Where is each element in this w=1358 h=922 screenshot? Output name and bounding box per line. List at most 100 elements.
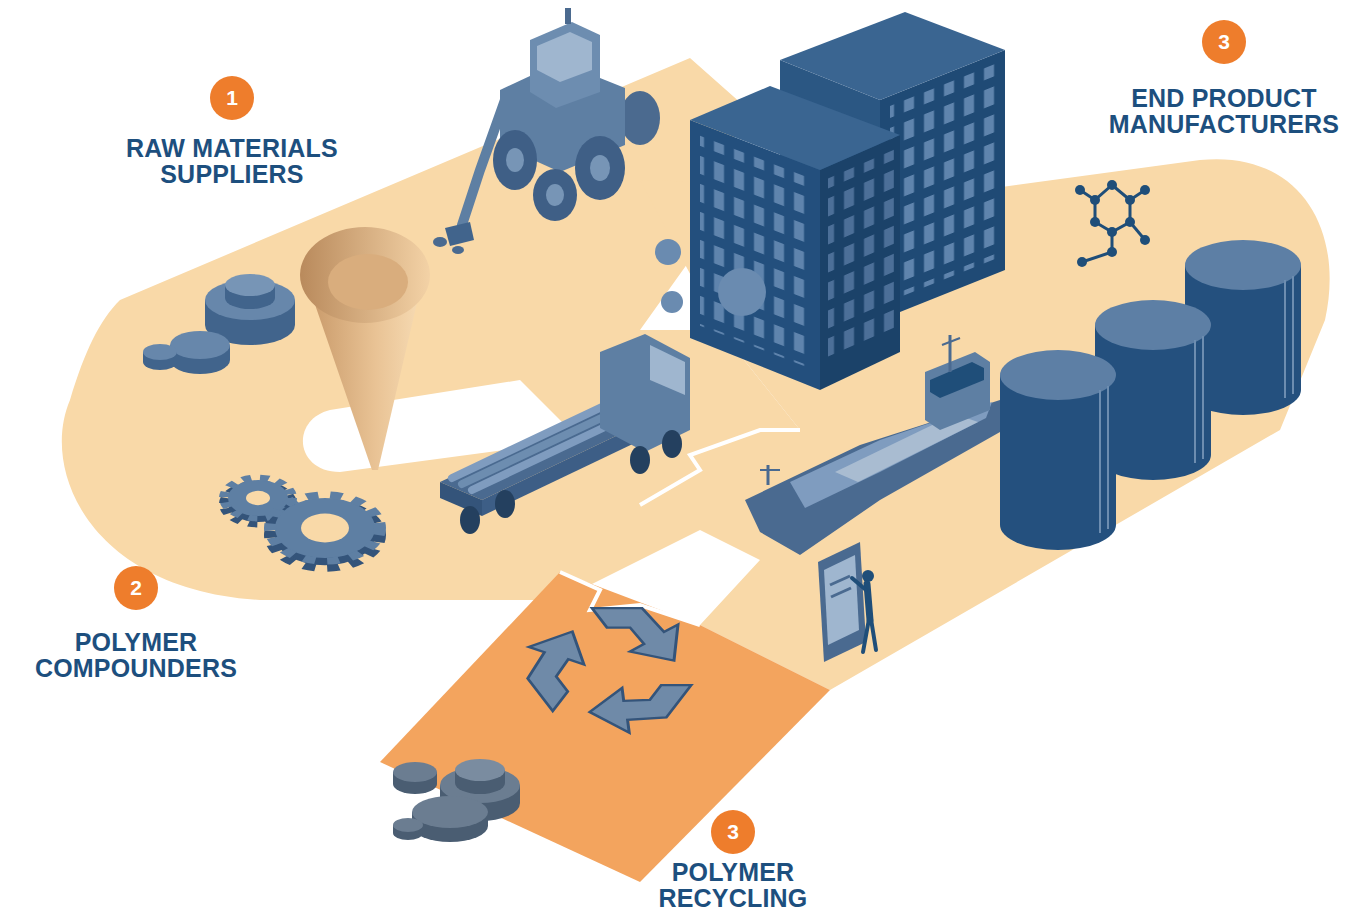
raw-material-discs (225, 274, 275, 296)
gears (270, 495, 380, 561)
gears (301, 514, 349, 543)
excavator-tractor (445, 222, 474, 246)
cargo-ship (745, 335, 1000, 555)
molecule-icon (1107, 227, 1117, 237)
recycling-arrows (510, 629, 614, 711)
excavator-tractor (493, 130, 537, 190)
raw-material-discs (170, 331, 230, 359)
recycling-arrows (510, 608, 692, 741)
stage-heading: POLYMER COMPOUNDERS (35, 630, 237, 681)
molecule-icon (1107, 247, 1117, 257)
person-with-phone (830, 576, 850, 585)
excavator-tractor (506, 148, 524, 172)
recycling-arrows (592, 608, 678, 661)
molecule-icon (1075, 185, 1085, 195)
recycled-discs (455, 759, 505, 781)
ground-band (380, 572, 830, 882)
storage-tanks (1095, 300, 1211, 350)
recycled-discs (393, 762, 437, 782)
excavator-tractor (452, 246, 464, 254)
ground-band (62, 58, 1330, 882)
pipe-truck (630, 446, 650, 474)
cargo-ship (745, 400, 1000, 555)
excavator-tractor (620, 91, 660, 145)
excavator-tractor (546, 184, 564, 206)
excavator-tractor (590, 155, 610, 181)
cargo-ship (767, 465, 770, 485)
excavator-tractor (565, 8, 571, 24)
excavator-tractor (530, 22, 600, 108)
pipe-truck (440, 334, 690, 534)
pipe-truck (650, 345, 685, 395)
cargo-ship (930, 362, 984, 398)
molecule-icon (1140, 185, 1150, 195)
recycled-discs (412, 796, 488, 828)
person-with-phone (862, 570, 874, 582)
person-with-phone (863, 619, 869, 652)
molecule-icon (1107, 180, 1117, 190)
storage-tanks (1000, 350, 1116, 400)
callout-number: 3 (1202, 20, 1246, 64)
gears (246, 491, 270, 505)
storage-tanks (1195, 336, 1203, 463)
callout-number: 3 (711, 810, 755, 854)
storage-tanks (1285, 276, 1293, 398)
person-with-phone (871, 619, 876, 650)
molecule-icon (1090, 195, 1100, 205)
office-building (890, 62, 1000, 301)
cargo-ship (925, 352, 990, 430)
pipe-truck (452, 396, 625, 478)
stage-heading: POLYMER RECYCLING (658, 860, 807, 911)
open-pit-mine (328, 254, 408, 310)
pipe-truck (495, 490, 515, 518)
person-with-phone (831, 588, 851, 597)
storage-tanks (1185, 240, 1301, 290)
office-building (700, 136, 810, 368)
callout-number: 2 (114, 566, 158, 610)
recycling-arrows (510, 608, 692, 741)
office-building (655, 12, 1005, 390)
molecule-icon (1090, 217, 1100, 227)
office-building (655, 239, 681, 265)
cargo-ship (942, 338, 960, 345)
person-with-phone (824, 555, 859, 645)
person-with-phone (852, 578, 866, 590)
excavator-tractor (537, 32, 592, 82)
person-with-phone (818, 542, 866, 662)
stage-heading: END PRODUCT MANUFACTURERS (1109, 86, 1339, 137)
excavator-tractor (433, 237, 447, 247)
person-with-phone (818, 542, 876, 662)
pipe-truck (662, 430, 682, 458)
cargo-ship (835, 414, 978, 482)
stage-heading: RAW MATERIALS SUPPLIERS (126, 136, 338, 187)
molecule-icon (1095, 185, 1130, 232)
office-building (700, 136, 810, 368)
excavator-tractor (533, 169, 577, 221)
storage-tanks (1100, 386, 1108, 533)
recycling-arrows (510, 629, 614, 711)
excavator-tractor (575, 136, 625, 200)
office-building (890, 62, 1000, 301)
molecule-icon (1075, 180, 1150, 267)
open-pit-mine (300, 227, 430, 470)
molecule-icon (1140, 235, 1150, 245)
gears (224, 478, 380, 569)
office-building (828, 150, 894, 365)
molecule-icon (1125, 217, 1135, 227)
storage-tanks (1000, 240, 1301, 550)
office-building (718, 268, 766, 316)
office-building (828, 150, 894, 365)
office-building (820, 135, 900, 390)
pipe-truck (460, 506, 480, 534)
recycled-discs (393, 818, 423, 832)
cargo-ship (760, 469, 780, 471)
molecule-icon (1125, 195, 1135, 205)
recycling-arrows (588, 659, 692, 741)
excavator-tractor (433, 8, 660, 254)
recycling-arrows (592, 608, 678, 661)
numbered-stage: 2POLYMER COMPOUNDERS (35, 566, 237, 681)
numbered-stage: 3END PRODUCT MANUFACTURERS (1109, 20, 1339, 137)
numbered-stage: 3POLYMER RECYCLING (658, 810, 807, 911)
storage-tanks (1000, 375, 1116, 550)
